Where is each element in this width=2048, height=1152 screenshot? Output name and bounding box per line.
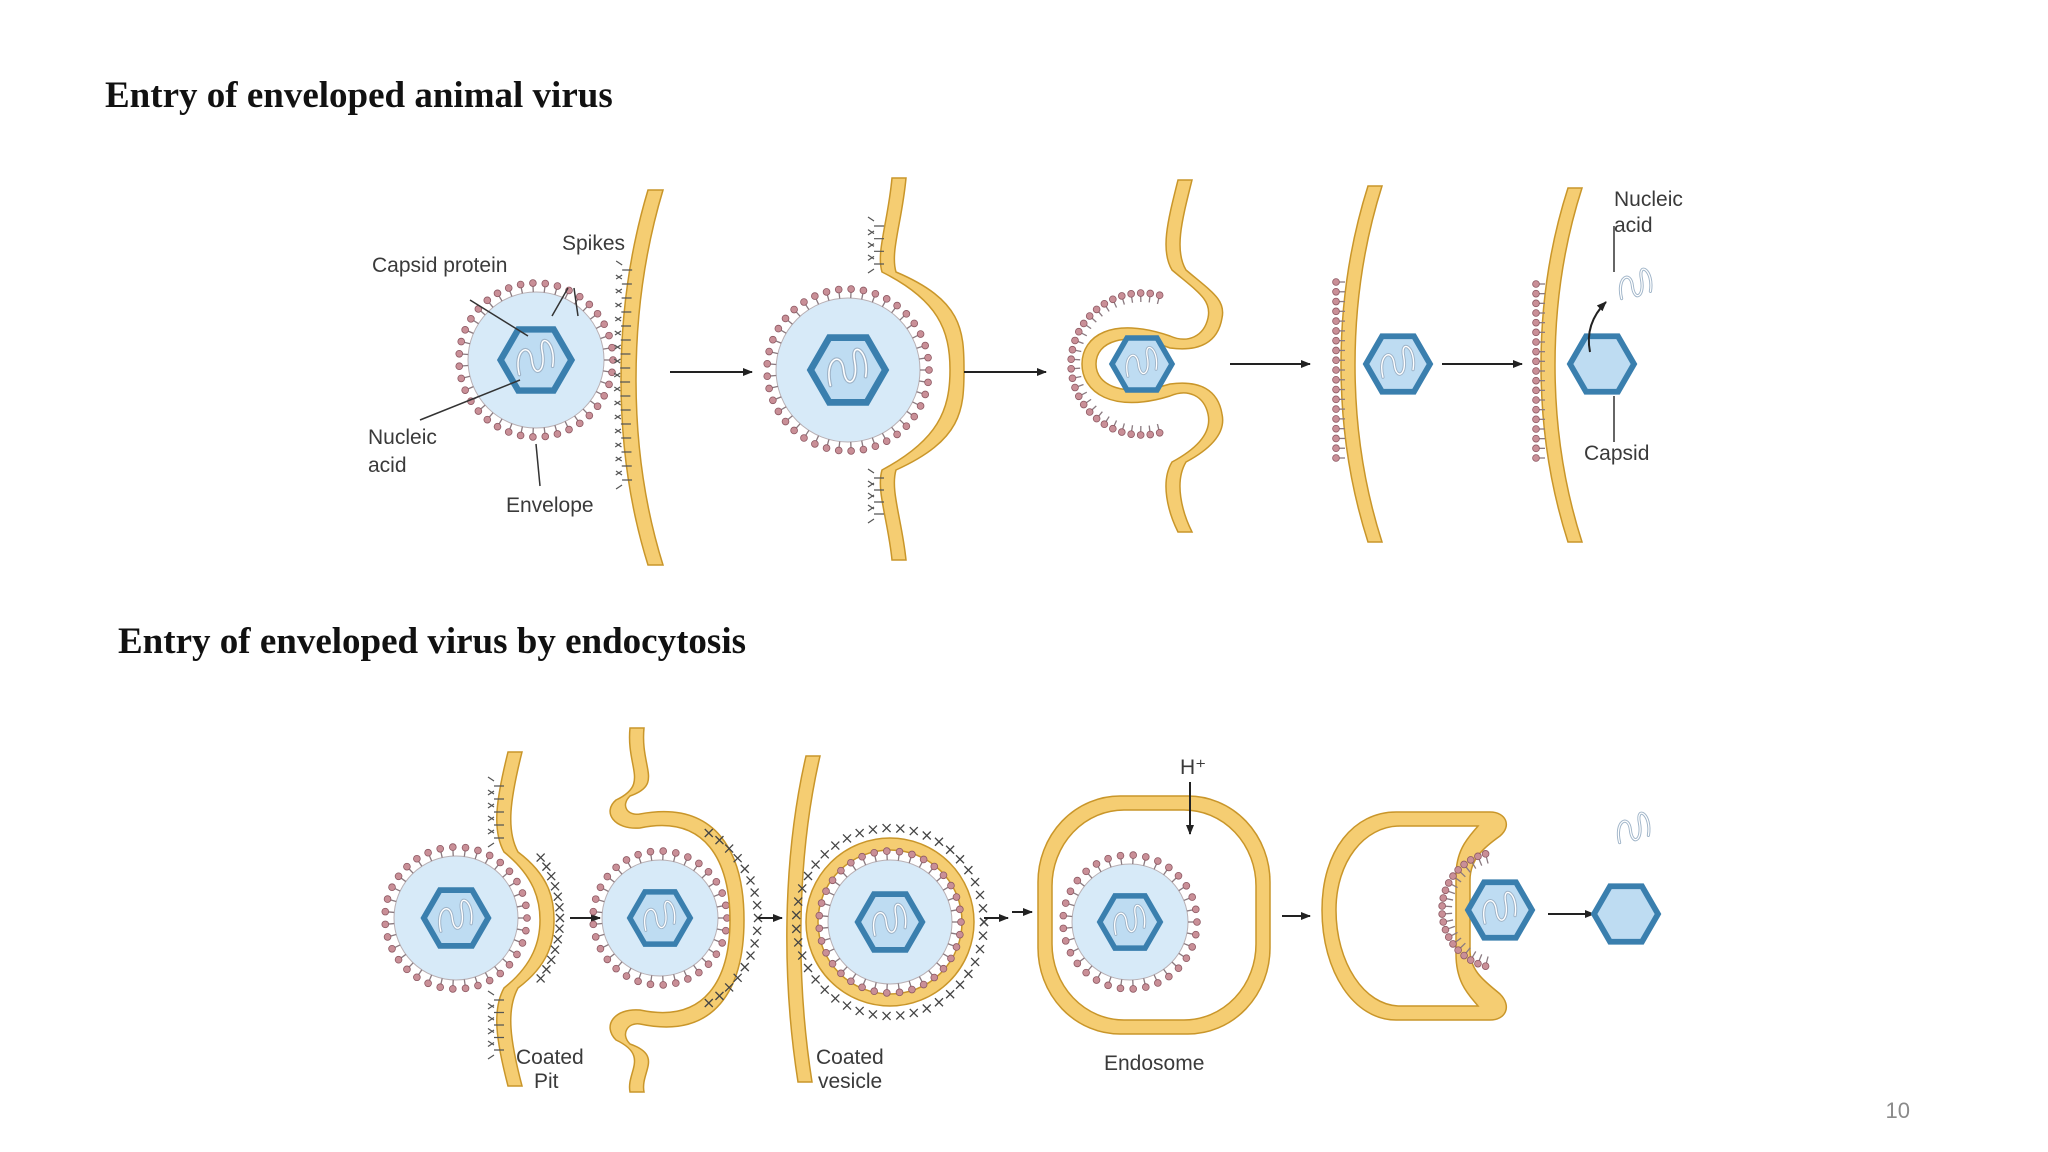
fusion-stage-5: [1532, 187, 1653, 543]
label-nucleic-acid-line2: acid: [368, 454, 407, 477]
label-coated-pit-line2: Pit: [534, 1070, 559, 1093]
capsid-icon: [1590, 883, 1662, 945]
envelope-spikes: [1332, 278, 1345, 462]
label-spikes: Spikes: [562, 232, 625, 255]
fusion-stage-4: [1332, 185, 1434, 543]
label-envelope: Envelope: [506, 494, 594, 517]
cell-membrane-icon: [1340, 185, 1384, 543]
nucleic-acid-icon: [1616, 811, 1651, 845]
cell-membrane-icon: [879, 177, 965, 561]
label-coated-vesicle-line2: vesicle: [818, 1070, 882, 1093]
clathrin-coat-icon: [704, 828, 763, 1008]
endocytosis-stage-6: [1590, 811, 1662, 945]
virion-icon: [815, 847, 965, 997]
endocytosis-stage-2: [589, 727, 763, 1093]
virion-icon: [1059, 851, 1201, 993]
cell-membrane-icon: [1081, 179, 1224, 533]
cell-membrane-icon: [1540, 187, 1584, 543]
label-nucleic-acid-line1: Nucleic: [368, 426, 437, 449]
fusion-stage-2: [763, 177, 965, 561]
label-capsid-protein: Capsid protein: [372, 254, 507, 277]
label-proton: H⁺: [1180, 756, 1206, 779]
clathrin-coat-icon: [536, 853, 565, 983]
envelope-spikes: [1532, 280, 1545, 462]
endocytosis-stage-1: [381, 751, 565, 1087]
cell-membrane-icon: [620, 189, 665, 566]
membrane-receptors: [487, 776, 504, 1060]
capsid-icon: [1108, 335, 1176, 393]
clathrin-coat-icon: [791, 823, 989, 1021]
label-coated-pit-line1: Coated: [516, 1046, 584, 1069]
endocytosis-stage-4: H⁺: [1037, 756, 1271, 1035]
nucleic-acid-icon: [1618, 267, 1653, 301]
virion-icon: [455, 279, 617, 441]
fusion-stage-1: [455, 189, 665, 566]
label-capsid: Capsid: [1584, 442, 1649, 465]
title-entry-enveloped-animal-virus: Entry of enveloped animal virus: [105, 75, 613, 116]
cell-membrane-icon: [496, 751, 555, 1087]
endocytosis-stage-5: [1321, 811, 1536, 1021]
label-nucleic-acid-released-line2: acid: [1614, 214, 1653, 237]
label-nucleic-acid-released-line1: Nucleic: [1614, 188, 1683, 211]
label-coated-vesicle-line1: Coated: [816, 1046, 884, 1069]
callout-lines: [419, 226, 1615, 487]
membrane-receptors: [613, 260, 633, 490]
page-number: 10: [1885, 1098, 1910, 1123]
capsid-icon: [1464, 879, 1536, 941]
capsid-icon: [1566, 333, 1638, 395]
membrane-receptors: [867, 216, 884, 524]
fusion-stage-3: [1067, 179, 1224, 533]
capsid-icon: [1362, 333, 1434, 395]
virion-icon: [589, 847, 731, 989]
virion-icon: [381, 843, 531, 993]
arrow-icon: [1587, 301, 1607, 353]
envelope-spikes: [1067, 289, 1164, 439]
envelope-spikes: [1438, 850, 1490, 970]
title-entry-by-endocytosis: Entry of enveloped virus by endocytosis: [118, 621, 747, 662]
cell-membrane-icon: [786, 755, 821, 1083]
virion-icon: [763, 285, 933, 455]
label-endosome: Endosome: [1104, 1052, 1204, 1075]
endocytosis-stage-3: [786, 755, 989, 1083]
